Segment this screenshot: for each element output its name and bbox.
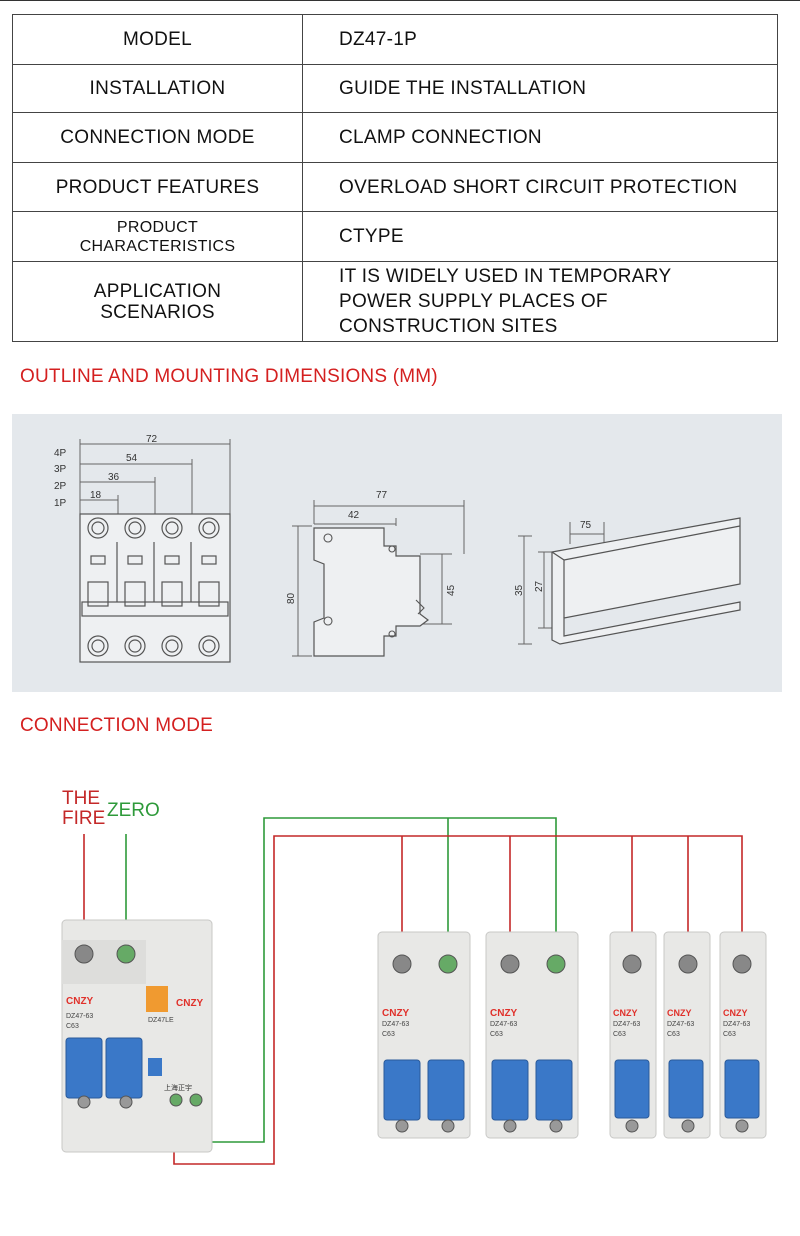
dimension-drawings: 4P 3P 2P 1P 72 54 36 18 [54,434,741,663]
pole-label-2p: 2P [54,481,67,492]
breaker-d-rating: C63 [667,1031,680,1038]
din-rail-drawing [551,517,741,645]
side-view-profile [313,527,429,657]
breaker-d-brand: CNZY [667,1008,692,1018]
breaker-c-rating: C63 [613,1031,626,1038]
rcd-model-label: DZ47-63 [66,1013,93,1020]
dimension-drawings-panel: 4P 3P 2P 1P 72 54 36 18 [12,414,782,692]
table-row: CONNECTION MODE CLAMP CONNECTION [12,112,778,163]
spec-value-application: IT IS WIDELY USED IN TEMPORARY POWER SUP… [302,261,778,342]
spec-value-features: OVERLOAD SHORT CIRCUIT PROTECTION [302,162,778,212]
rail-height-35: 35 [514,584,525,596]
spec-key-model: MODEL [12,14,303,65]
connection-diagram: THE FIRE ZERO CNZY CNZY DZ47-63 [0,760,800,1200]
breaker-b-rating: C63 [490,1031,503,1038]
spec-value-characteristics: CTYPE [302,211,778,262]
spec-key-connection: CONNECTION MODE [12,112,303,163]
rail-width-75: 75 [580,520,592,531]
rcd-badge: 上海正宇 [164,1083,192,1092]
pole-label-1p: 1P [54,498,67,509]
rcd-rating: C63 [66,1023,79,1030]
breaker-e-rating: C63 [723,1031,736,1038]
width-36: 36 [108,472,120,483]
breaker-1p-c: CNZY DZ47-63 C63 [719,931,767,1139]
spec-key-features: PRODUCT FEATURES [12,162,303,212]
breaker-1p-b: CNZY DZ47-63 C63 [663,931,711,1139]
spec-value-connection: CLAMP CONNECTION [302,112,778,163]
breaker-2p-a: CNZY DZ47-63 C63 [377,931,471,1139]
zero-label: ZERO [107,800,160,821]
width-72: 72 [146,434,158,445]
outline-section-title: OUTLINE AND MOUNTING DIMENSIONS (MM) [20,366,438,387]
breaker-b-model: DZ47-63 [490,1021,517,1028]
rcd-brand-left: CNZY [66,996,94,1007]
breaker-d-model: DZ47-63 [667,1021,694,1028]
breaker-2p-b: CNZY DZ47-63 C63 [485,931,579,1139]
fire-label-line1: THE [62,788,100,809]
breaker-b-brand: CNZY [490,1008,518,1019]
spec-table: MODEL DZ47-1P INSTALLATION GUIDE THE INS… [12,14,778,342]
width-18: 18 [90,490,102,501]
table-row: INSTALLATION GUIDE THE INSTALLATION [12,64,778,113]
rcd-breaker: CNZY CNZY DZ47-63 DZ47LE C63 上海正宇 [61,919,213,1153]
breaker-c-brand: CNZY [613,1008,638,1018]
top-rule [0,0,800,1]
breaker-a-rating: C63 [382,1031,395,1038]
depth-77: 77 [376,490,388,501]
fire-label-line2: FIRE [62,808,105,829]
rcd-brand-right: CNZY [176,998,204,1009]
rcd-model-dz47le: DZ47LE [148,1017,174,1024]
spec-value-installation: GUIDE THE INSTALLATION [302,64,778,113]
height-80: 80 [286,592,297,604]
breaker-e-brand: CNZY [723,1008,748,1018]
table-row: APPLICATION SCENARIOS IT IS WIDELY USED … [12,261,778,342]
breaker-c-model: DZ47-63 [613,1021,640,1028]
spec-key-installation: INSTALLATION [12,64,303,113]
rail-height-27: 27 [534,580,545,592]
wiring-diagram: THE FIRE ZERO CNZY CNZY DZ47-63 [61,788,767,1165]
breaker-1p-a: CNZY DZ47-63 C63 [609,931,657,1139]
spec-key-application: APPLICATION SCENARIOS [12,261,303,342]
table-row: PRODUCT FEATURES OVERLOAD SHORT CIRCUIT … [12,162,778,212]
table-row: MODEL DZ47-1P [12,14,778,65]
width-54: 54 [126,453,138,464]
table-row: PRODUCT CHARACTERISTICS CTYPE [12,211,778,262]
pole-label-3p: 3P [54,464,67,475]
depth-42: 42 [348,510,360,521]
breaker-a-model: DZ47-63 [382,1021,409,1028]
spec-value-model: DZ47-1P [302,14,778,65]
height-45: 45 [446,584,457,596]
breaker-e-model: DZ47-63 [723,1021,750,1028]
spec-key-characteristics: PRODUCT CHARACTERISTICS [12,211,303,262]
connection-section-title: CONNECTION MODE [20,715,213,736]
pole-label-4p: 4P [54,448,67,459]
breaker-a-brand: CNZY [382,1008,410,1019]
